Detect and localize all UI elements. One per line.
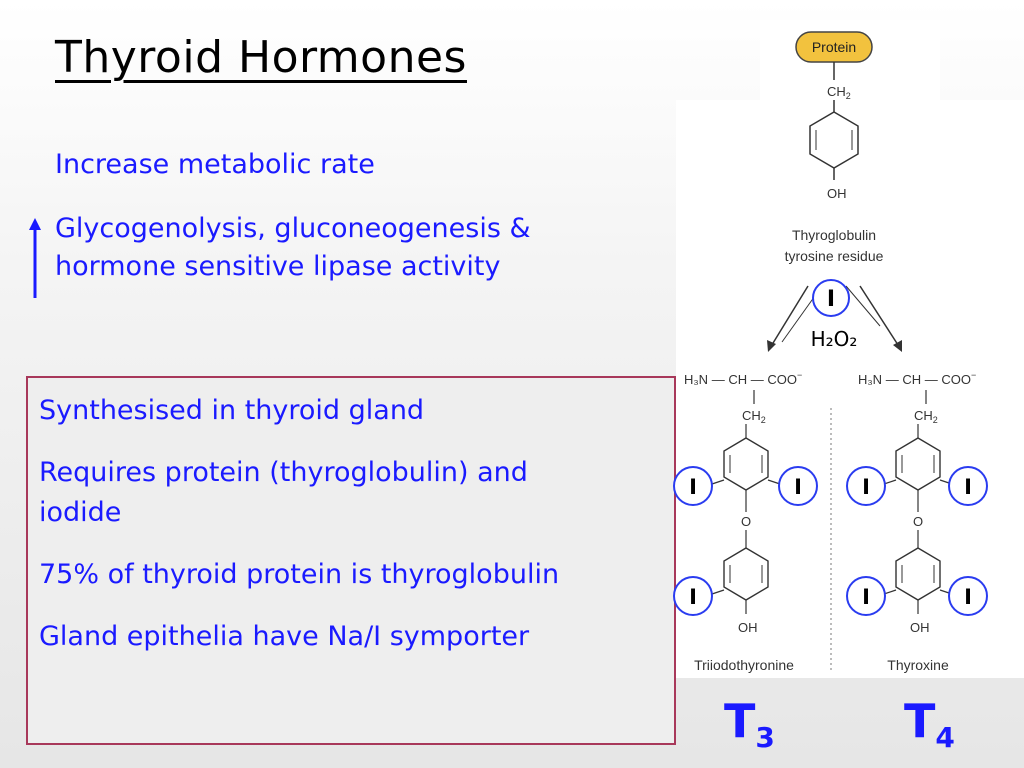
fact-requires-protein: Requires protein (thyroglobulin) and — [39, 457, 528, 488]
iodine-t4-lower-left-label: I — [862, 585, 870, 609]
iodine-t3-upper-left-label: I — [689, 475, 697, 499]
protein-label: Protein — [812, 39, 856, 55]
iodine-t4-lower-left — [846, 576, 886, 616]
up-arrow-icon — [29, 218, 41, 298]
thyroxine-structure: H₃N — CH — COO− CH2 O OH Thyroxine — [858, 370, 976, 673]
bullet-list: Increase metabolic rate Glycogenolysis, … — [55, 146, 655, 292]
fact-thyroglobulin-percent: 75% of thyroid protein is thyroglobulin — [39, 559, 560, 590]
iodine-t4-lower-right — [948, 576, 988, 616]
iodine-t3-lower-left-label: I — [689, 585, 697, 609]
t4-label: T4 — [904, 694, 955, 754]
ch2-left: CH2 — [742, 408, 766, 425]
ether-o-right: O — [913, 514, 923, 529]
fact-iodide: iodide — [39, 497, 122, 528]
triiodothyronine-label: Triiodothyronine — [694, 657, 794, 673]
tyrosine-ring — [809, 111, 859, 169]
slide-title: Thyroid Hormones — [55, 32, 467, 83]
bullet-lipase: hormone sensitive lipase activity — [55, 251, 501, 282]
tyrosine-label-1: Thyroglobulin — [792, 227, 876, 243]
tyrosine-label-2: tyrosine residue — [785, 248, 884, 264]
triiodothyronine-structure: H₃N — CH — COO− CH2 O OH Triiodothyronin… — [684, 370, 802, 673]
iodine-t4-upper-left-label: I — [862, 475, 870, 499]
iodine-t4-upper-right-label: I — [964, 475, 972, 499]
ether-o-left: O — [741, 514, 751, 529]
iodine-t4-upper-right — [948, 466, 988, 506]
ch2-right: CH2 — [914, 408, 938, 425]
amino-label-right: H₃N — CH — COO− — [858, 370, 976, 387]
fact-symporter: Gland epithelia have Na/I symporter — [39, 621, 530, 652]
t3-label: T3 — [724, 694, 775, 754]
iodine-top-circle — [812, 279, 850, 317]
iodine-t4-upper-left — [846, 466, 886, 506]
facts-box: Synthesised in thyroid gland Requires pr… — [26, 376, 676, 745]
oh-right: OH — [910, 620, 930, 635]
ch2-top-label: CH2 — [827, 84, 851, 101]
thyroxine-label: Thyroxine — [887, 657, 949, 673]
iodine-t4-lower-right-label: I — [964, 585, 972, 609]
iodine-t3-lower-left — [673, 576, 713, 616]
oh-top-label: OH — [827, 186, 847, 201]
bullet-glycogenolysis: Glycogenolysis, gluconeogenesis & — [55, 213, 531, 244]
iodine-top-label: I — [827, 287, 835, 312]
amino-label-left: H₃N — CH — COO− — [684, 370, 802, 387]
oh-left: OH — [738, 620, 758, 635]
h2o2-label: H₂O₂ — [811, 327, 858, 351]
fact-synthesised: Synthesised in thyroid gland — [39, 395, 425, 426]
iodine-t3-upper-right — [778, 466, 818, 506]
iodine-t3-upper-left — [673, 466, 713, 506]
bullet-metabolic-rate: Increase metabolic rate — [55, 149, 375, 180]
iodine-t3-upper-right-label: I — [794, 475, 802, 499]
